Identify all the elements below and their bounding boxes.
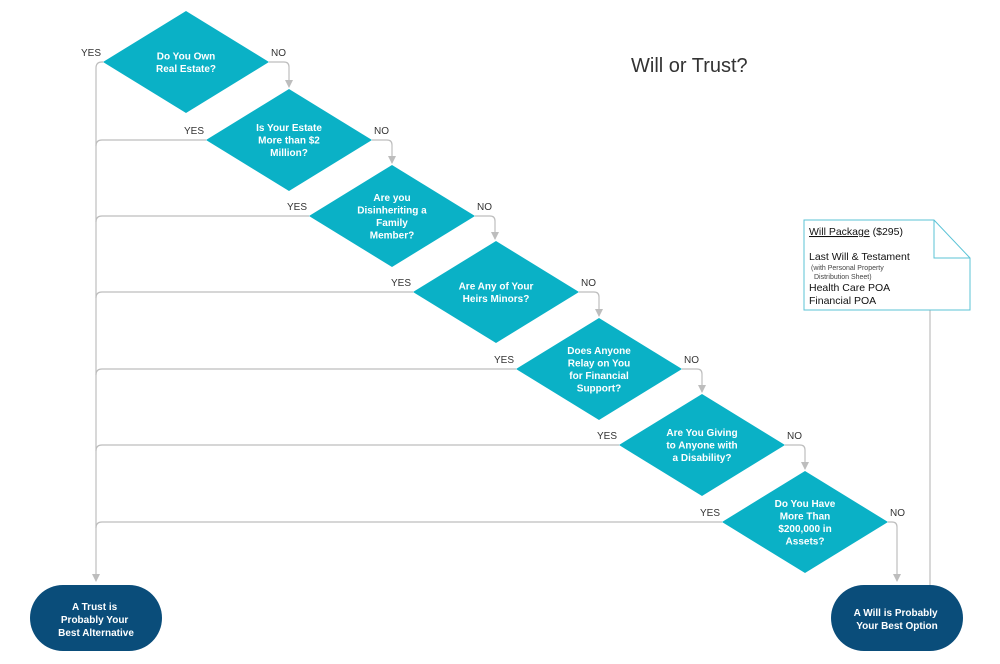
- yes-trunk-line: [92, 61, 103, 582]
- terminal-trust-line: A Trust is: [72, 602, 118, 613]
- decision-question-line: Are you: [373, 193, 410, 204]
- yes-connector-line: [95, 521, 722, 529]
- decision-question-line: Is Your Estate: [256, 123, 322, 134]
- will-package-note: Will Package ($295) Last Will & Testamen…: [803, 219, 971, 311]
- decision-question-line: Relay on You: [568, 358, 630, 369]
- note-item-healthcare-poa: Health Care POA: [809, 282, 890, 294]
- decision-question-line: Family: [376, 218, 408, 229]
- no-connector-line: [372, 139, 396, 164]
- no-label: NO: [684, 355, 699, 366]
- no-label: NO: [477, 202, 492, 213]
- decision-question-line: Do You Own: [157, 51, 216, 62]
- note-price: ($295): [870, 226, 903, 238]
- no-connector-line: [269, 61, 293, 88]
- decision-question-line: to Anyone with: [666, 441, 737, 452]
- yes-label: YES: [597, 431, 617, 442]
- no-label: NO: [890, 508, 905, 519]
- no-label: NO: [374, 126, 389, 137]
- decision-question-line: Million?: [270, 148, 308, 159]
- terminal-trust-line: Best Alternative: [58, 628, 134, 639]
- note-item-will: Last Will & Testament: [809, 251, 910, 263]
- decision-diamond: [722, 471, 888, 573]
- no-label: NO: [581, 278, 596, 289]
- svg-text:A Will is Probably You: A Will is Probably Your Best Option: [854, 608, 941, 632]
- no-connector-line: [475, 215, 499, 240]
- no-connector-line: [682, 368, 706, 393]
- no-label: NO: [271, 48, 286, 59]
- yes-label: YES: [81, 48, 101, 59]
- yes-connector-line: [95, 291, 413, 299]
- yes-label: YES: [184, 126, 204, 137]
- terminal-will-line: A Will is Probably: [854, 608, 938, 619]
- decision-question-line: Heirs Minors?: [463, 294, 530, 305]
- decision-diamond: [413, 241, 579, 343]
- decision-question-line: Does Anyone: [567, 346, 631, 357]
- yes-label: YES: [494, 355, 514, 366]
- yes-label: YES: [391, 278, 411, 289]
- page-title: Will or Trust?: [631, 55, 748, 77]
- terminal-will-line: Your Best Option: [856, 621, 937, 632]
- decision-question-line: Do You Have: [775, 499, 836, 510]
- note-item-will-sub2: Distribution Sheet): [814, 274, 872, 281]
- no-label: NO: [787, 431, 802, 442]
- decision-question-line: Are You Giving: [666, 428, 737, 439]
- yes-connector-line: [95, 368, 516, 376]
- decision-question-line: Real Estate?: [156, 64, 216, 75]
- decision-question-line: $200,000 in: [778, 524, 831, 535]
- decision-question-line: a Disability?: [673, 453, 732, 464]
- decision-diamond: [309, 165, 475, 267]
- no-connector-line: [785, 444, 809, 470]
- svg-text:Will Package ($295): Will Package ($295): [809, 226, 903, 238]
- no-connector-line: [579, 291, 603, 317]
- decision-question-line: More Than: [780, 511, 831, 522]
- decision-diamond: [516, 318, 682, 420]
- decision-question-line: Member?: [370, 230, 414, 241]
- decision-question-line: Support?: [577, 383, 621, 394]
- svg-text:A Trust is Probably Yo: A Trust is Probably Your Best Alternativ…: [58, 602, 134, 639]
- decision-question-line: More than $2: [258, 136, 320, 147]
- note-item-financial-poa: Financial POA: [809, 295, 876, 307]
- decision-question-line: Assets?: [786, 536, 825, 547]
- yes-label: YES: [287, 202, 307, 213]
- note-item-will-sub1: (with Personal Property: [811, 265, 884, 272]
- yes-connector-line: [95, 215, 309, 223]
- note-heading: Will Package: [809, 226, 870, 238]
- yes-connector-line: [95, 444, 619, 452]
- terminal-will: A Will is Probably Your Best Option: [831, 585, 963, 651]
- terminal-trust: A Trust is Probably Your Best Alternativ…: [30, 585, 162, 651]
- terminal-trust-line: Probably Your: [61, 615, 129, 626]
- no-connector-line: [888, 521, 901, 582]
- decision-question-line: for Financial: [569, 371, 629, 382]
- decision-question-line: Are Any of Your: [459, 281, 534, 292]
- yes-connector-line: [95, 139, 206, 147]
- decision-diamond: [619, 394, 785, 496]
- decision-diamond: [103, 11, 269, 113]
- decision-diamond: [206, 89, 372, 191]
- yes-label: YES: [700, 508, 720, 519]
- decision-question-line: Disinheriting a: [357, 205, 427, 216]
